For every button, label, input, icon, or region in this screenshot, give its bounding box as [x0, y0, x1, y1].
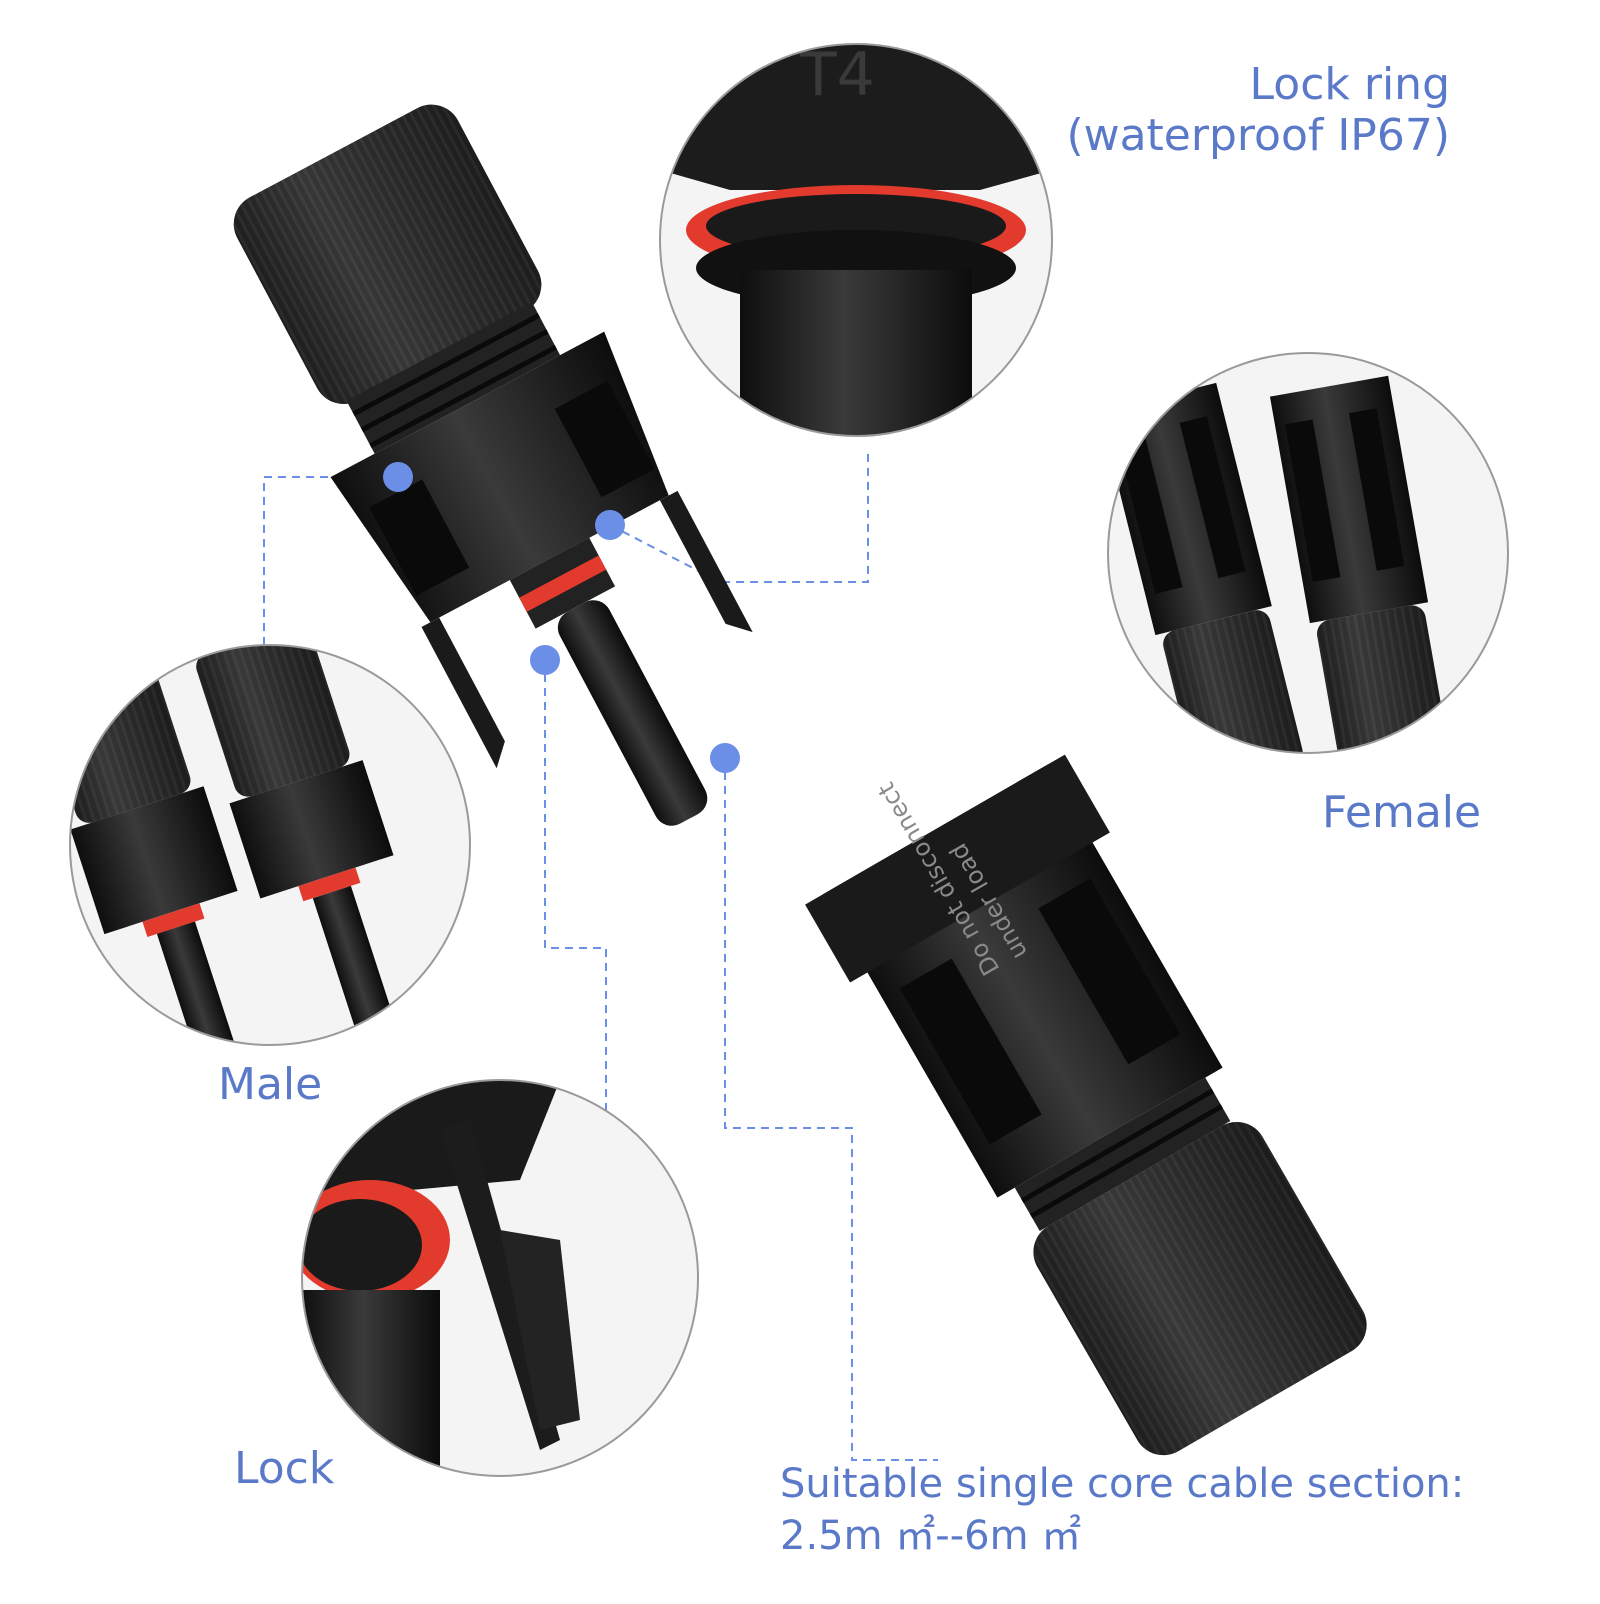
male-detail-circle — [69, 644, 471, 1046]
callout-dot — [710, 743, 740, 773]
callout-dot — [383, 462, 413, 492]
cable-section-label: Suitable single core cable section: 2.5m… — [780, 1458, 1464, 1562]
callout-dots — [383, 462, 740, 773]
lock-ring-label-line1: Lock ring — [1249, 59, 1450, 110]
female-label: Female — [1322, 787, 1482, 838]
lock-ring-label: Lock ring (waterproof IP67) — [1066, 59, 1450, 161]
lock-detail-circle — [301, 1079, 699, 1477]
callout-dot — [595, 510, 625, 540]
callout-dot — [530, 645, 560, 675]
svg-text:T4: T4 — [799, 40, 875, 110]
cable-section-line1: Suitable single core cable section: — [780, 1461, 1465, 1507]
lock-ring-detail-circle: T4 — [659, 40, 1053, 437]
male-label: Male — [218, 1059, 323, 1110]
lock-ring-label-line2: (waterproof IP67) — [1066, 109, 1450, 161]
cable-section-line2: 2.5m ㎡--6m ㎡ — [780, 1513, 1082, 1559]
female-connector — [805, 754, 1367, 1456]
male-connector — [233, 104, 753, 826]
lock-label: Lock — [234, 1443, 335, 1494]
female-detail-circle — [1107, 352, 1509, 754]
